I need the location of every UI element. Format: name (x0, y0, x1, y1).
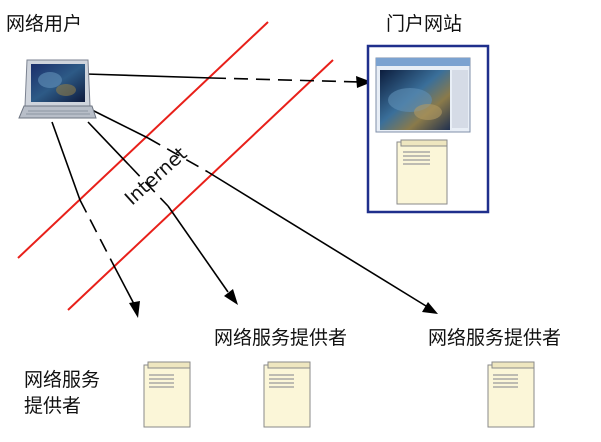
arrow-to-middle-provider-solid (87, 121, 131, 167)
arrow-to-left-provider-solid (51, 121, 81, 201)
arrow-to-portal-solid (85, 73, 213, 79)
arrow-to-middle-provider-dashed (129, 165, 169, 207)
arrow-to-right-provider-dashed (147, 137, 209, 173)
provider-middle-label: 网络服务提供者 (214, 327, 347, 349)
portal-site-label: 门户网站 (386, 13, 462, 35)
arrows (51, 73, 438, 318)
provider-middle-server-icon (263, 361, 311, 428)
provider-left-server-icon (143, 361, 191, 428)
provider-left-label-line1: 网络服务 (24, 369, 100, 391)
boundary-line-upper (17, 21, 269, 259)
internet-label: Internet (121, 143, 192, 210)
provider-right-label: 网络服务提供者 (428, 327, 561, 349)
arrow-head-right-provider (422, 302, 438, 314)
arrow-to-right-provider-solid (91, 109, 149, 139)
arrow-to-middle-provider-end (167, 205, 229, 293)
arrow-head-left-provider (129, 301, 140, 318)
arrow-to-right-provider-end (207, 171, 427, 307)
arrow-head-portal (356, 76, 372, 88)
laptop-icon (18, 59, 97, 119)
boundary-line-lower (67, 59, 334, 311)
arrow-to-portal-dashed (211, 77, 361, 83)
arrow-to-left-provider-dashed (79, 199, 113, 263)
provider-left-label-line2: 提供者 (24, 395, 81, 417)
arrow-to-left-provider-end (111, 261, 135, 305)
provider-right-server-icon (487, 361, 535, 428)
arrow-head-middle-provider (224, 289, 238, 305)
network-user-label: 网络用户 (6, 13, 82, 35)
web-page-thumbnail (375, 57, 471, 133)
portal-server-icon (396, 139, 448, 205)
